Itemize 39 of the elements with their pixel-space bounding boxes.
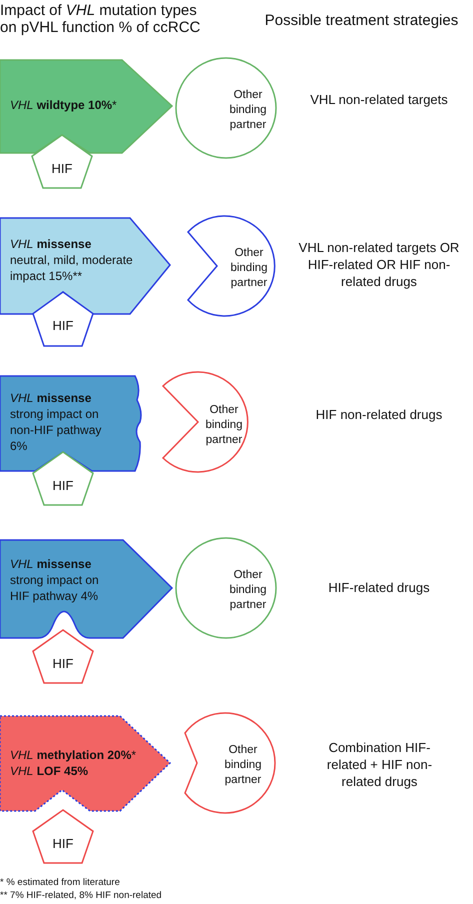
footnote: ** 7% HIF-related, 8% HIF non-related <box>0 890 163 902</box>
mutation-text: neutral, mild, moderate impact 15%** <box>10 252 134 284</box>
hif-text: HIF <box>52 836 74 852</box>
protein-shape <box>0 715 172 813</box>
mutation-text: strong impact on non-HIF pathway 6% <box>10 406 102 454</box>
hif-pentagon <box>32 291 94 347</box>
mutation-text: VHL LOF 45% <box>10 763 90 779</box>
column-heading: Impact of VHL mutation types on pVHL function % of ccRCC <box>0 2 202 36</box>
mutation-text: VHL missense <box>10 236 92 252</box>
protein-shape <box>0 217 172 316</box>
binding-partner-circle <box>175 537 277 639</box>
mutation-text: VHL missense <box>10 556 92 572</box>
hif-pentagon <box>31 134 93 190</box>
protein-shape <box>0 59 174 155</box>
mutation-text: VHL missense <box>10 390 92 406</box>
strategy-text: HIF-related drugs <box>327 579 431 596</box>
hif-text: HIF <box>52 318 74 334</box>
mutation-text: VHL wildtype 10%* <box>10 97 118 113</box>
column-heading: Possible treatment strategies <box>264 13 460 29</box>
strategy-text: VHL non-related targets OR HIF-related OR HIF non-related drugs <box>298 239 460 290</box>
partner-text: Other binding partner <box>204 403 244 448</box>
hif-pentagon <box>32 451 94 507</box>
protein-shape <box>0 539 174 640</box>
hif-pentagon <box>32 629 94 685</box>
partner-text: Other binding partner <box>223 743 263 788</box>
hif-pentagon <box>32 809 94 865</box>
mutation-text: strong impact on HIF pathway 4% <box>10 572 100 604</box>
hif-text: HIF <box>52 656 74 672</box>
strategy-text: VHL non-related targets <box>309 91 449 108</box>
strategy-text: HIF non-related drugs <box>314 406 444 423</box>
binding-partner-circle <box>175 57 277 159</box>
hif-text: HIF <box>50 160 74 177</box>
hif-text: HIF <box>52 478 74 494</box>
partner-text: Other binding partner <box>229 246 269 291</box>
strategy-text: Combination HIF-related + HIF non-related drugs <box>326 739 434 790</box>
partner-text: Other binding partner <box>228 88 268 133</box>
mutation-text: VHL methylation 20%* <box>10 747 138 763</box>
partner-text: Other binding partner <box>228 568 268 613</box>
footnote: * % estimated from literature <box>0 877 121 889</box>
